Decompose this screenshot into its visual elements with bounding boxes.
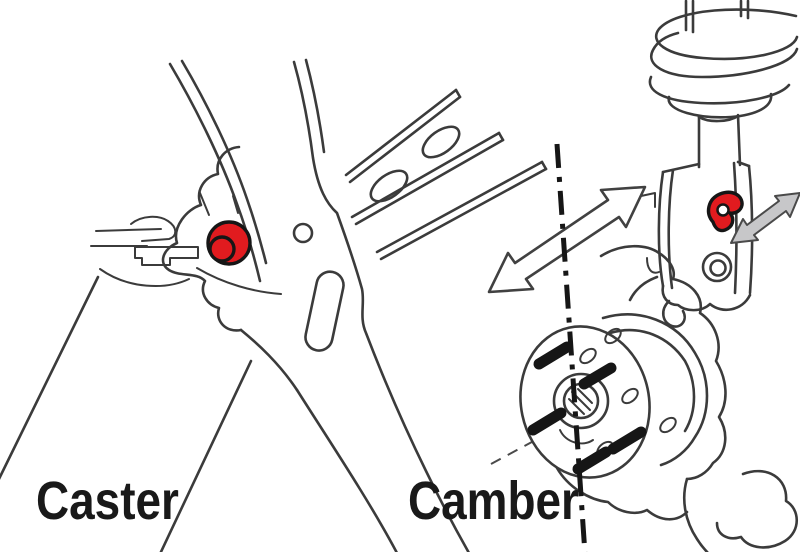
strut-bracket bbox=[640, 160, 754, 328]
pillar-hole bbox=[292, 222, 314, 244]
camber-cam-highlight bbox=[706, 190, 744, 233]
cam-adjust-arrow bbox=[730, 192, 800, 244]
camber-direction-arrow bbox=[487, 185, 647, 294]
strut-tube bbox=[0, 275, 253, 552]
caster-cam-bolt-highlight bbox=[206, 220, 252, 266]
coil-spring bbox=[648, 0, 799, 119]
steering-knuckle bbox=[555, 244, 799, 552]
wheel-studs bbox=[527, 341, 647, 475]
caster-label: Caster bbox=[36, 471, 179, 531]
rail-oval-hole bbox=[421, 125, 461, 159]
wheel-hub bbox=[519, 325, 677, 479]
strut-body bbox=[697, 113, 742, 169]
rail-oval-hole bbox=[369, 169, 409, 203]
mount-bracket bbox=[90, 215, 199, 287]
camber-axis-pointer-line bbox=[490, 420, 572, 465]
steering-axis-line bbox=[554, 143, 588, 552]
camber-figure bbox=[487, 0, 800, 552]
caster-figure bbox=[0, 58, 548, 552]
camber-label: Camber bbox=[408, 471, 579, 531]
body-pillar bbox=[168, 58, 470, 552]
bracket-bolt bbox=[701, 251, 733, 283]
pillar-slot bbox=[304, 270, 345, 352]
frame-rail bbox=[344, 88, 548, 261]
